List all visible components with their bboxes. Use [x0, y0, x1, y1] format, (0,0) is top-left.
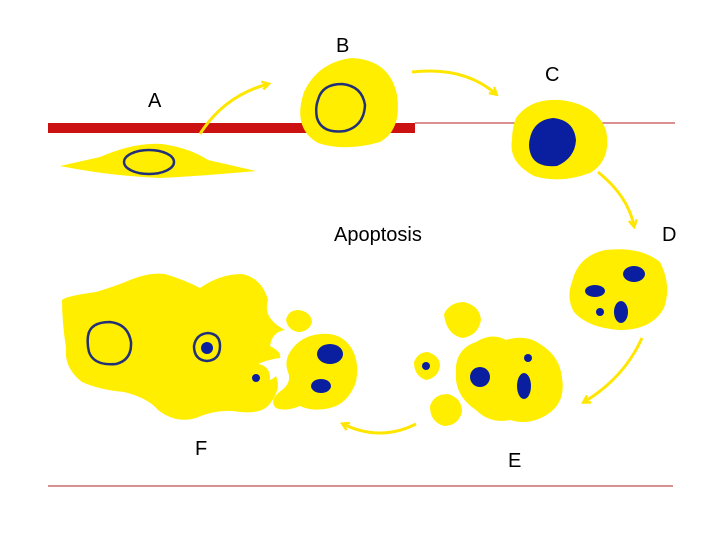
cell-d-fragment-2: [585, 285, 605, 297]
cell-b: [300, 58, 398, 148]
arrow-c-to-d: [597, 170, 634, 226]
cell-f-apoptotic-cluster: [273, 333, 358, 410]
stage-label-c: C: [545, 64, 560, 86]
cell-f-cluster-fragment-1: [317, 344, 343, 364]
arrow-a-to-b: [198, 84, 268, 135]
cell-d-fragment-1: [623, 266, 645, 282]
stage-label-a: A: [148, 90, 162, 112]
cell-d-fragment-3: [614, 301, 628, 323]
cell-f-phagocyte-nucleus: [86, 320, 133, 366]
cell-e-main-body: [456, 336, 563, 422]
cell-a: [60, 143, 256, 178]
cell-e-fragment-1: [470, 367, 490, 387]
cell-f-phagocyte: [62, 273, 285, 420]
cell-b-nucleus: [314, 82, 367, 133]
cell-a-nucleus: [122, 148, 176, 176]
stage-label-b: B: [336, 35, 350, 57]
cell-e-fragment-2: [524, 354, 532, 362]
cell-d-fragment-4: [596, 308, 604, 316]
diagram-title: Apoptosis: [334, 224, 422, 246]
cell-e-fragment-3: [517, 373, 531, 399]
arrow-d-to-e: [584, 337, 644, 402]
cell-f-cluster-fragment-2: [311, 379, 331, 393]
cell-e-body-bottom: [430, 394, 462, 426]
substrate-bar: [48, 123, 415, 133]
stage-label-d: D: [662, 224, 677, 246]
stage-label-f: F: [195, 438, 208, 460]
cell-d: [569, 249, 668, 330]
cell-c: [511, 99, 608, 180]
cell-f-ingested-body-fragment: [252, 374, 260, 382]
cell-e: [414, 302, 563, 426]
arrow-b-to-c: [411, 69, 496, 94]
stage-label-e: E: [508, 450, 522, 472]
cell-e-body-small-nucleus: [422, 362, 430, 370]
arrow-e-to-f: [343, 424, 417, 435]
cell-f-phagosome-fragment: [201, 342, 213, 354]
cell-c-nucleus: [529, 118, 576, 167]
cell-f-blob-upper: [286, 310, 312, 332]
cell-f: [62, 273, 358, 420]
cell-e-body-top: [444, 302, 481, 338]
